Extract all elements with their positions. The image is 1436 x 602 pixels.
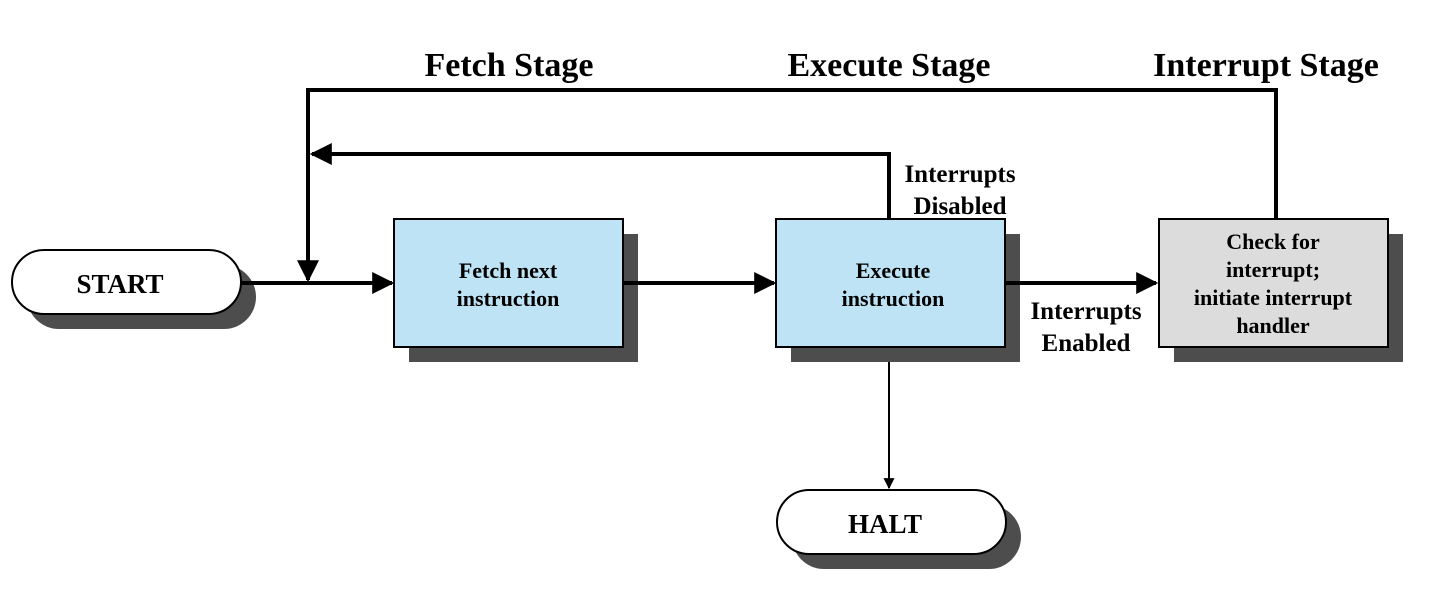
fetch-box-line-1: Fetch next <box>459 258 558 283</box>
interrupts-disabled-label-line-2: Disabled <box>913 193 1006 220</box>
execute-box-line-1: Execute <box>856 258 931 283</box>
interrupts-enabled-label-line-2: Enabled <box>1042 330 1131 357</box>
interrupt-box-line-3: initiate interrupt <box>1194 285 1353 310</box>
halt-terminal <box>776 489 1007 555</box>
fetch-box <box>393 218 624 348</box>
interrupt-box <box>1158 218 1389 348</box>
interrupt-stage-heading: Interrupt Stage <box>1153 47 1379 84</box>
execute-box <box>775 218 1006 348</box>
execute-stage-heading: Execute Stage <box>787 47 990 84</box>
fetch-box-line-2: instruction <box>457 286 560 311</box>
disabled-return-arrow <box>309 143 891 218</box>
halt-label: HALT <box>848 509 922 539</box>
interrupt-return-arrow <box>297 88 1278 283</box>
interrupts-disabled-label-line-1: Interrupts <box>904 161 1015 188</box>
start-label: START <box>76 269 163 299</box>
execute-box-line-2: instruction <box>842 286 945 311</box>
interrupt-box-line-1: Check for <box>1226 229 1320 254</box>
interrupt-box-line-2: interrupt; <box>1226 257 1320 282</box>
interrupt-box-line-4: handler <box>1236 313 1310 338</box>
interrupts-enabled-label-line-1: Interrupts <box>1030 298 1141 325</box>
fetch-stage-heading: Fetch Stage <box>424 47 593 84</box>
